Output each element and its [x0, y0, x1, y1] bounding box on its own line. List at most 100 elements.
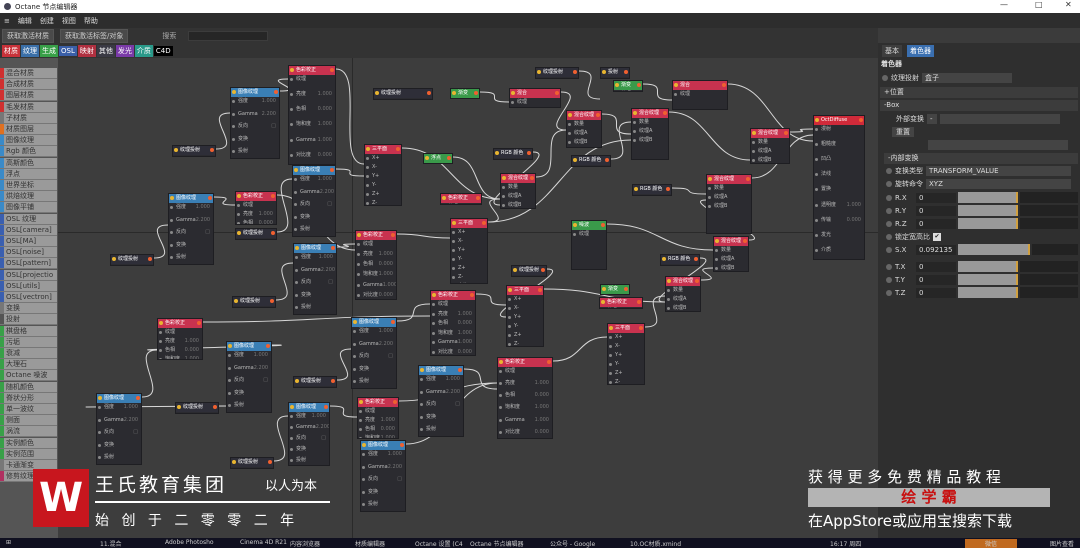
node-port[interactable]: 数量	[666, 286, 700, 295]
menu-edit[interactable]: 编辑	[17, 16, 32, 25]
palette-item[interactable]: 实例范围	[0, 448, 57, 460]
node-port[interactable]: X+	[451, 228, 487, 237]
node-port[interactable]: 变换	[419, 413, 463, 426]
taskbar-item[interactable]: 内容浏览器	[290, 541, 321, 548]
node-port[interactable]: 变换	[231, 135, 279, 148]
external-transform-clear[interactable]: -	[927, 114, 937, 124]
taskbar-item[interactable]: Octane 设置 (C4	[415, 541, 463, 548]
taskbar-item[interactable]: 11.混合	[100, 541, 122, 548]
node-port[interactable]: 纹理B	[567, 138, 601, 147]
palette-item[interactable]: 烘焙纹理	[0, 191, 57, 203]
node-port[interactable]: 反向□	[289, 434, 329, 445]
node-port[interactable]: Z-	[451, 273, 487, 282]
palette-item[interactable]: Octane 噪波	[0, 370, 57, 382]
node-proj[interactable]: 纹理投射	[511, 265, 547, 277]
palette-item[interactable]: OSL[noise]	[0, 247, 57, 259]
node-port[interactable]: X+	[507, 295, 543, 304]
taskbar-item[interactable]: 10.OC材质.xmind	[630, 541, 682, 548]
node-port[interactable]: 纹理	[451, 98, 479, 99]
category-tab-4[interactable]: 映射	[77, 44, 96, 57]
field-slider[interactable]	[958, 244, 1030, 255]
palette-item[interactable]: OSL[MA]	[0, 236, 57, 247]
category-tab-0[interactable]: 材质	[2, 44, 20, 57]
palette-item[interactable]: 棋盘格	[0, 325, 57, 337]
animate-dot-icon[interactable]	[886, 195, 892, 201]
node-port[interactable]: 反向□	[294, 278, 336, 291]
node-port[interactable]: Y-	[451, 255, 487, 264]
external-transform-field[interactable]	[940, 114, 1060, 124]
field-slider[interactable]	[958, 192, 1018, 203]
category-tab-1[interactable]: 纹理	[21, 44, 39, 57]
palette-item[interactable]: 浮点	[0, 168, 57, 180]
node-port[interactable]: 纹理A	[666, 295, 700, 304]
node-port[interactable]: 投射	[227, 401, 271, 412]
animate-dot-icon[interactable]	[886, 168, 892, 174]
node-port[interactable]: 数量	[632, 118, 668, 127]
animate-dot-icon[interactable]	[886, 290, 892, 296]
palette-item[interactable]: OSL[vectron]	[0, 292, 57, 303]
node-port[interactable]: 反向□	[231, 122, 279, 135]
category-tab-3[interactable]: OSL	[59, 45, 77, 56]
palette-item[interactable]: 混合材质	[0, 68, 57, 79]
node-port[interactable]: 纹理	[600, 307, 642, 308]
animate-dot-icon[interactable]	[886, 277, 892, 283]
link-field[interactable]	[928, 140, 1068, 150]
node-port[interactable]: 粗糙度	[814, 140, 864, 155]
menu-view[interactable]: 视图	[61, 16, 76, 25]
node-port[interactable]: Z-	[507, 340, 543, 346]
transform-type-select[interactable]: TRANSFORM_VALUE	[926, 166, 1071, 176]
field-value-input[interactable]: 0	[916, 193, 956, 203]
node-port[interactable]: 反向□	[97, 428, 141, 441]
category-tab-8[interactable]: C4D	[153, 45, 173, 56]
node-port[interactable]: 投射	[289, 456, 329, 465]
node-port[interactable]: 纹理	[289, 75, 335, 90]
animate-dot-icon[interactable]	[886, 264, 892, 270]
palette-item[interactable]: Rgb 颜色	[0, 146, 57, 158]
node-port[interactable]: 纹理	[158, 328, 202, 337]
node-cc[interactable]: 色彩校正纹理亮度1.000色相0.000饱和度1.000Gamma1.000对比…	[235, 191, 277, 225]
node-port[interactable]: 纹理B	[666, 304, 700, 311]
palette-item[interactable]: 实例颜色	[0, 437, 57, 449]
node-port[interactable]: 介质	[814, 246, 864, 259]
node-port[interactable]: X-	[451, 237, 487, 246]
node-port[interactable]: 数量	[567, 120, 601, 129]
tab-shader[interactable]: 着色器	[907, 45, 934, 57]
node-port[interactable]: 变换	[227, 389, 271, 402]
palette-item[interactable]: OSL 纹理	[0, 213, 57, 225]
node-port[interactable]: 纹理	[356, 240, 396, 250]
animate-dot-icon[interactable]	[886, 221, 892, 227]
node-cc[interactable]: 色彩校正纹理亮度1.000色相0.000饱和度1.000Gamma1.000对比…	[157, 318, 203, 360]
taskbar-item[interactable]: 微信	[965, 539, 1018, 548]
node-port[interactable]: Z-	[608, 378, 644, 384]
node-port[interactable]: 投射	[352, 377, 396, 388]
node-port[interactable]: Y-	[365, 181, 401, 190]
node-port[interactable]: 投射	[231, 147, 279, 158]
node-rgb[interactable]: RGB 颜色	[660, 254, 700, 266]
